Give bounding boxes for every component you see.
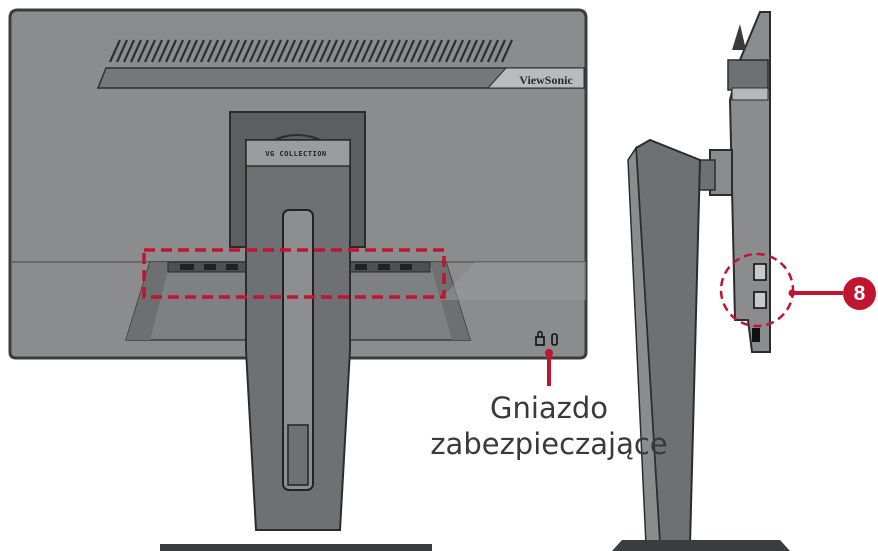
- security-slot-label-line2: zabezpieczające: [430, 427, 668, 461]
- vent-grille: [108, 39, 514, 63]
- security-slot-label-line1: Gniazdo: [489, 391, 609, 425]
- security-slot: [551, 333, 558, 346]
- port-callout-badge: 8: [843, 277, 876, 310]
- usb-icon: [753, 263, 767, 309]
- lock-icon: [535, 330, 545, 346]
- brand-logo: ViewSonic: [519, 73, 573, 87]
- port-highlight-box: [142, 248, 446, 299]
- stand-collection-label: VG COLLECTION: [265, 150, 327, 158]
